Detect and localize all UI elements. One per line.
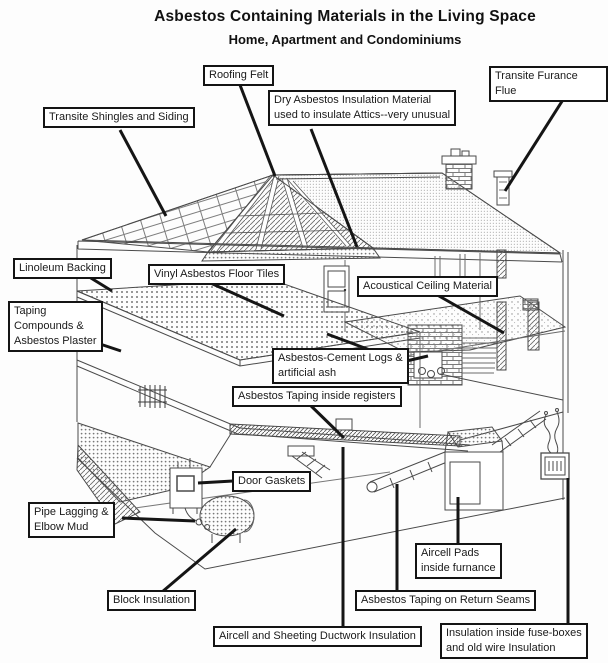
label-pipe-lagging: Pipe Lagging & Elbow Mud bbox=[28, 502, 115, 538]
leader-door-gaskets bbox=[197, 479, 234, 485]
label-transite-flue: Transite Furance Flue bbox=[489, 66, 608, 102]
label-return-seams: Asbestos Taping on Return Seams bbox=[355, 590, 537, 611]
chimney bbox=[441, 148, 477, 190]
leader-roofing-felt bbox=[238, 84, 277, 177]
wall-studs bbox=[434, 253, 481, 330]
label-dry-asbestos: Dry Asbestos Insulation Material used to… bbox=[268, 90, 457, 126]
return-duct bbox=[366, 451, 448, 493]
stone-foundation bbox=[76, 443, 141, 525]
label-taping-registers: Asbestos Taping inside registers bbox=[232, 386, 402, 407]
page-title: Asbestos Containing Materials in the Liv… bbox=[154, 8, 536, 25]
house-lines bbox=[76, 148, 570, 570]
page-subtitle: Home, Apartment and Condominiums bbox=[228, 32, 462, 47]
drop-duct bbox=[287, 445, 331, 479]
label-cement-logs: Asbestos-Cement Logs & artificial ash bbox=[272, 348, 409, 384]
radiator bbox=[138, 385, 167, 408]
basement bbox=[76, 408, 570, 570]
label-transite-shingles: Transite Shingles and Siding bbox=[43, 107, 195, 128]
first-floor-edge bbox=[76, 359, 471, 452]
header: Asbestos Containing Materials in the Liv… bbox=[82, 8, 608, 47]
label-aircell-pads: Aircell Pads inside furnance bbox=[415, 543, 502, 579]
label-roofing-felt: Roofing Felt bbox=[203, 65, 275, 86]
label-ductwork-insulation: Aircell and Sheeting Ductwork Insulation bbox=[213, 626, 422, 647]
leader-block-insulation bbox=[161, 527, 237, 594]
right-section bbox=[419, 249, 564, 428]
label-fuse-boxes: Insulation inside fuse-boxes and old wir… bbox=[440, 623, 588, 659]
leader-pipe-lagging bbox=[121, 516, 196, 523]
fireplace-grate bbox=[462, 337, 497, 374]
leader-vinyl-tiles bbox=[205, 279, 285, 318]
label-acoustical-ceiling: Acoustical Ceiling Material bbox=[357, 276, 498, 297]
label-taping-compounds: Taping Compounds & Asbestos Plaster bbox=[8, 301, 103, 352]
basement-outline bbox=[76, 457, 566, 570]
fuse-box bbox=[540, 408, 570, 480]
eave-fascia bbox=[77, 240, 563, 263]
flue-pipe bbox=[493, 170, 513, 206]
label-block-insulation: Block Insulation bbox=[107, 590, 197, 611]
label-door-gaskets: Door Gaskets bbox=[232, 471, 312, 492]
old-wires bbox=[543, 411, 560, 454]
leader-transite-shingles bbox=[118, 129, 168, 217]
register bbox=[335, 418, 353, 431]
label-linoleum-backing: Linoleum Backing bbox=[13, 258, 112, 279]
supply-duct bbox=[491, 410, 547, 453]
boiler bbox=[169, 458, 203, 514]
leader-cement-logs-2 bbox=[326, 332, 371, 352]
leader-taping-compounds bbox=[99, 342, 122, 353]
leader-dry-asbestos bbox=[309, 128, 359, 248]
tank bbox=[199, 495, 255, 543]
leader-registers bbox=[304, 399, 346, 440]
lower-floor-edge bbox=[439, 373, 564, 401]
furnace bbox=[444, 426, 504, 511]
roof bbox=[77, 172, 563, 263]
leader-acoustical bbox=[431, 290, 505, 335]
label-vinyl-tiles: Vinyl Asbestos Floor Tiles bbox=[148, 264, 286, 285]
